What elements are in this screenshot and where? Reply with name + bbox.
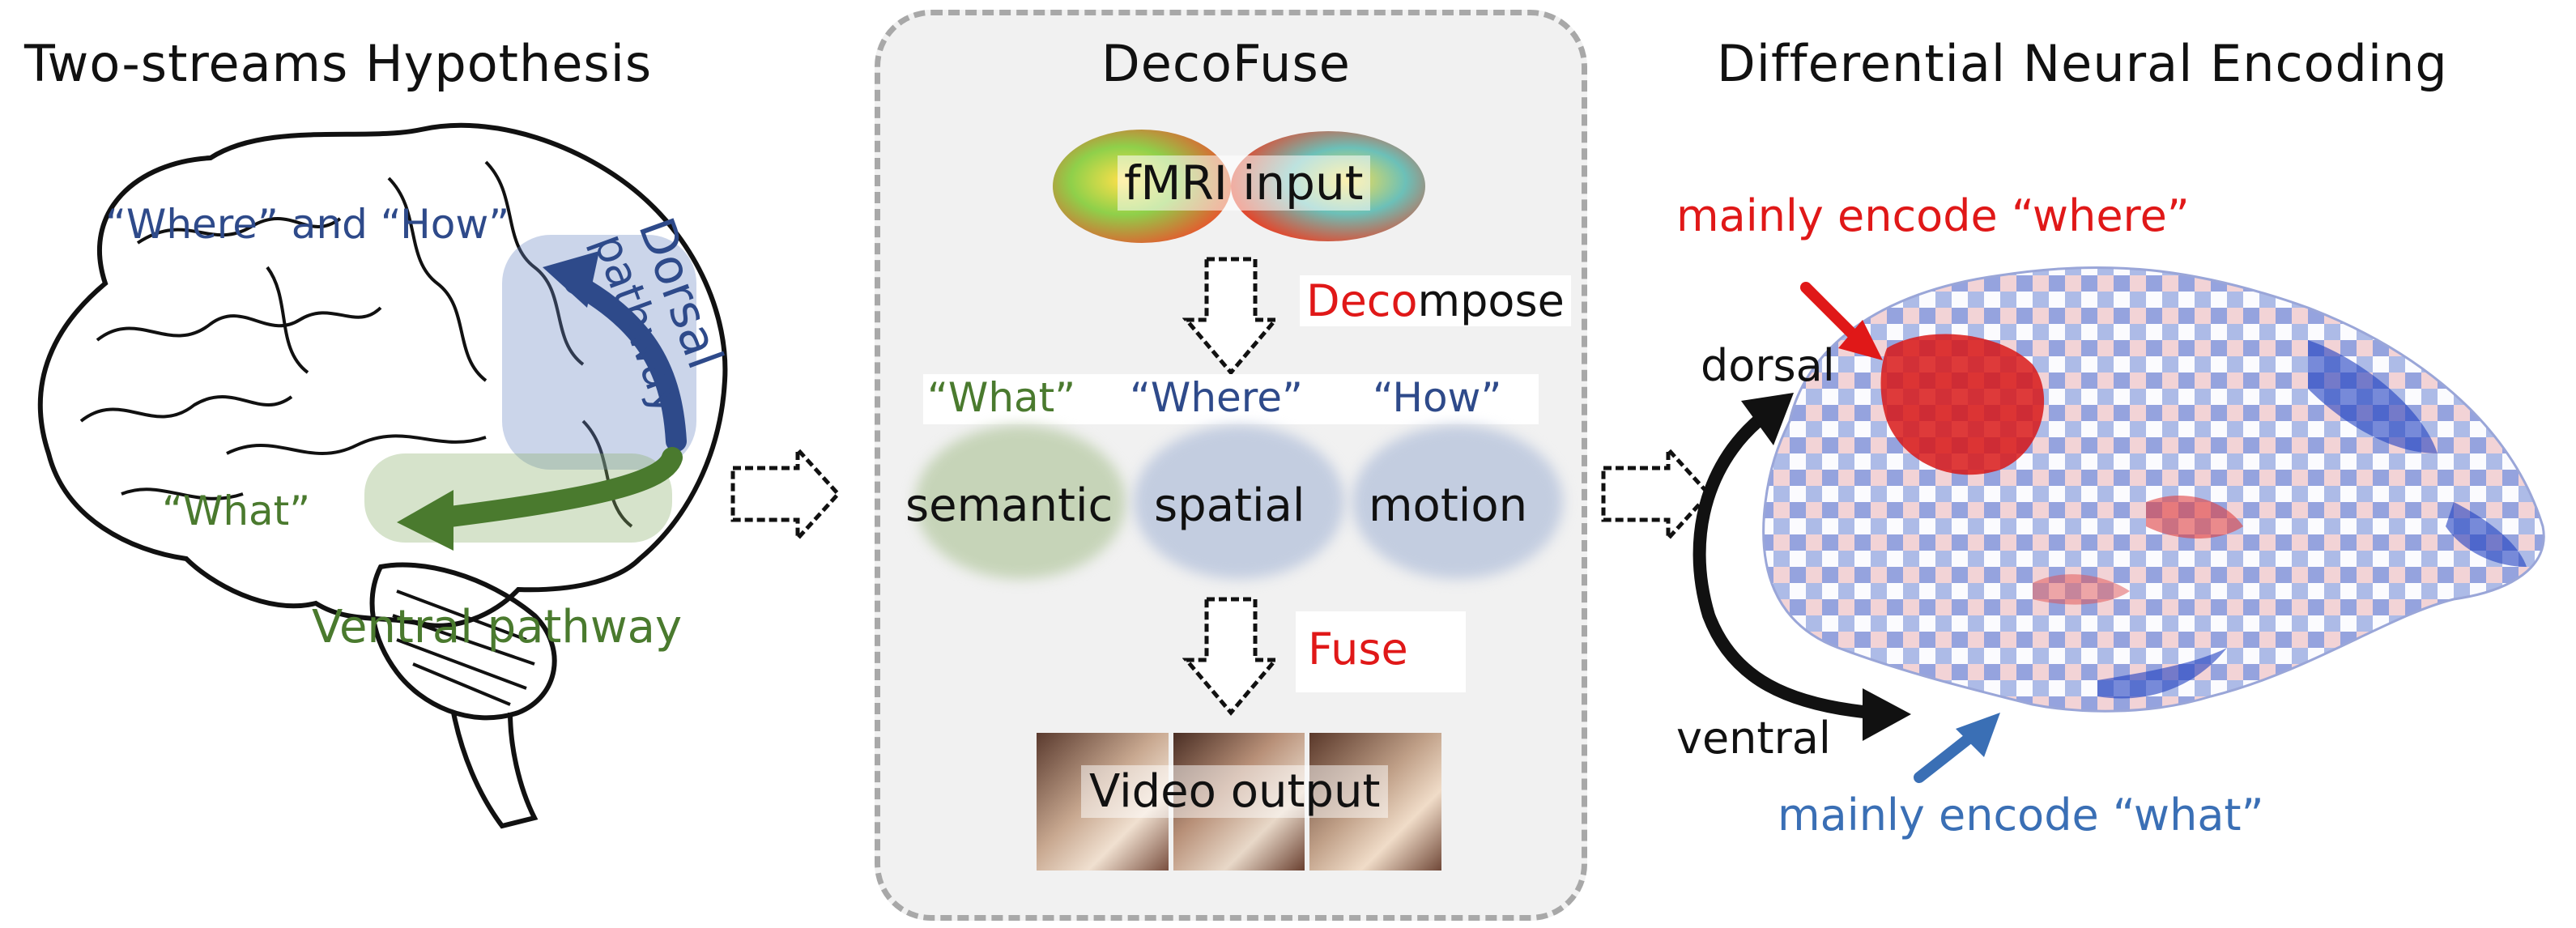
flow-arrow-right <box>1601 444 1712 544</box>
middle-panel-title: DecoFuse <box>1101 34 1351 93</box>
spatial-label: spatial <box>1154 479 1305 532</box>
semantic-blob <box>915 425 1126 579</box>
decompose-label: Decompose <box>1300 275 1571 326</box>
decompose-prefix: Deco <box>1306 275 1418 326</box>
encoding-brain-surface <box>1762 266 2545 713</box>
video-output-label: Video output <box>1081 765 1389 818</box>
brain-outline-drawing <box>37 122 841 829</box>
label-where-how: “Where” and “How” <box>105 201 510 248</box>
motion-blob <box>1352 425 1563 579</box>
decompose-suffix: mpose <box>1417 275 1565 326</box>
brainstem <box>451 712 539 829</box>
stream-curve-arrow <box>1692 402 1877 719</box>
fuse-label: Fuse <box>1308 624 1408 675</box>
left-panel-title: Two-streams Hypothesis <box>24 34 653 93</box>
label-mainly-where: mainly encode “where” <box>1676 190 2190 241</box>
cerebellum <box>369 562 557 721</box>
motion-label: motion <box>1369 479 1528 532</box>
tag-what: “What” <box>927 374 1076 421</box>
tag-how: “How” <box>1373 374 1502 421</box>
brain-outline <box>37 122 728 628</box>
right-panel-title: Differential Neural Encoding <box>1717 34 2448 93</box>
ventral-arrow <box>427 447 683 529</box>
label-dorsal-right: dorsal <box>1701 340 1835 391</box>
decompose-arrow <box>1182 257 1279 376</box>
semantic-label: semantic <box>905 479 1113 532</box>
flow-arrow-left <box>730 444 841 544</box>
red-pointer-arrow <box>1838 320 1883 360</box>
tags-strip <box>923 374 1539 424</box>
label-what: “What” <box>162 487 311 534</box>
fuse-box <box>1296 611 1466 692</box>
label-mainly-what: mainly encode “what” <box>1778 790 2264 841</box>
fmri-input-label: fMRI input <box>1118 155 1370 211</box>
blue-pointer-arrow <box>1956 713 2000 757</box>
fuse-arrow <box>1182 597 1279 716</box>
spatial-blob <box>1134 425 1344 579</box>
dorsal-hotspot <box>1880 334 2045 475</box>
encoding-brain-drawing <box>1601 266 2545 783</box>
label-ventral-right: ventral <box>1676 713 1831 764</box>
tag-where: “Where” <box>1130 374 1303 421</box>
dorsal-arrow <box>564 273 687 452</box>
label-ventral-pathway: Ventral pathway <box>312 601 683 653</box>
